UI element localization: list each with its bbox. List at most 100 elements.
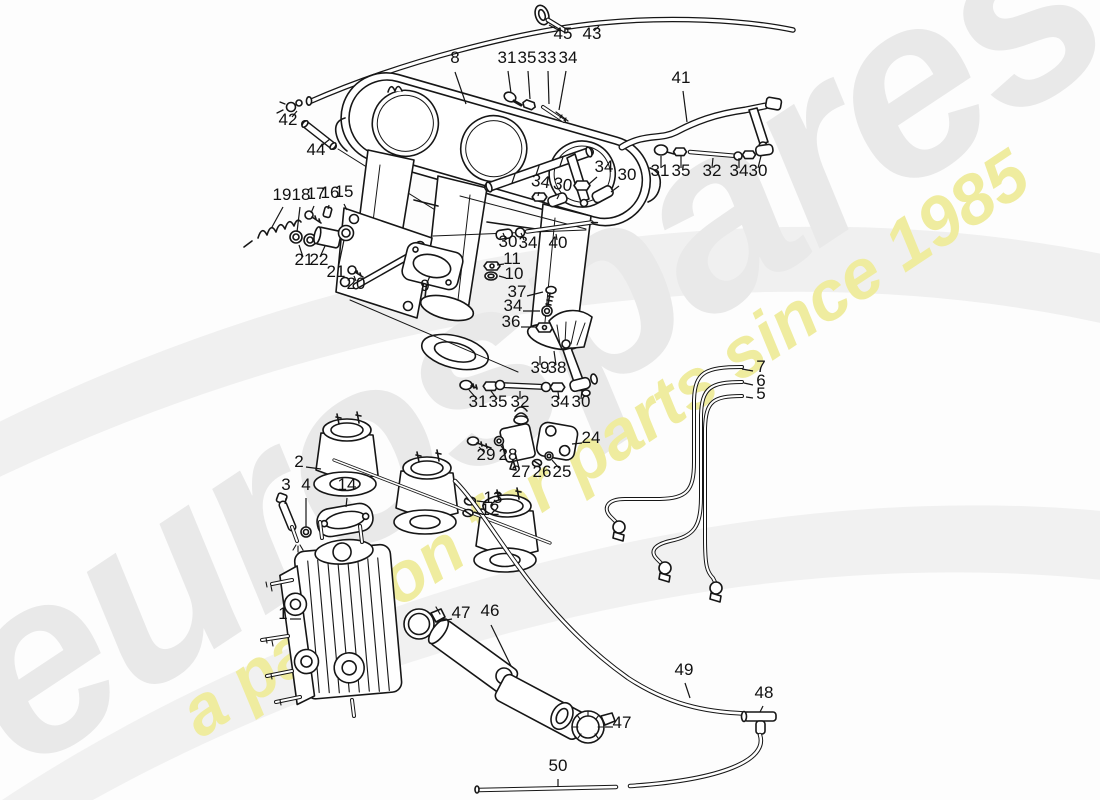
callout-leader-34 [588,176,598,185]
callout-30: 30 [749,161,768,180]
callout-leader-25 [551,459,560,469]
callout-25: 25 [553,462,572,481]
callout-leader-7 [741,368,754,372]
linkage-bolt-row-drawing [459,373,598,393]
callout-leader-29 [478,446,485,453]
callout-5: 5 [756,384,765,403]
callout-19: 19 [273,185,292,204]
callout-leader-31 [468,389,478,400]
gasket-14-drawing [316,502,374,538]
callout-39: 39 [531,358,550,377]
callout-leader-18 [296,206,301,233]
callout-leader-19 [271,206,284,228]
callout-leader-13 [476,500,486,503]
callout-47: 47 [613,713,632,732]
callout-leader-47 [435,618,453,623]
callout-16: 16 [321,183,340,202]
callout-36: 36 [502,312,521,331]
callout-22: 22 [310,250,329,269]
callout-leader-24 [571,442,583,445]
callout-42: 42 [279,110,298,129]
callout-leader-35 [490,390,498,400]
callout-38: 38 [548,358,567,377]
callout-48: 48 [755,683,774,702]
callout-29: 29 [477,445,496,464]
fitting-42-drawing [276,99,303,114]
hose-50-drawing [474,732,764,794]
callout-35: 35 [672,161,691,180]
callout-4: 4 [301,475,310,494]
callout-30: 30 [499,232,518,251]
callout-leader-12 [473,511,483,515]
hose-43-drawing [305,16,796,107]
callout-31: 31 [469,392,488,411]
hose-clamp-47a-drawing [403,606,446,640]
callout-32: 32 [703,161,722,180]
callout-leader-38 [553,350,557,366]
callout-leader-30 [610,185,620,193]
callout-leader-15 [343,203,348,211]
callout-31: 31 [651,161,670,180]
callout-37: 37 [508,282,527,301]
callout-leader-46 [490,624,512,667]
callout-8: 8 [450,48,459,67]
callout-leader-42 [291,110,298,118]
callout-17: 17 [307,184,326,203]
nut-washer-11-10-drawing [483,261,501,281]
callout-leader-40 [555,233,558,241]
callout-leader-45 [548,24,561,32]
callout-leader-11 [496,263,505,266]
callout-leader-2 [305,466,322,470]
callout-24: 24 [582,428,601,447]
callout-32: 32 [511,392,530,411]
callout-leader-48 [759,705,764,713]
fuel-lines-drawing [604,365,744,603]
hose-46-drawing [427,618,587,740]
callout-leader-30 [502,232,507,241]
tee-fitting-48-drawing [740,710,777,735]
callout-35: 35 [489,392,508,411]
callout-26: 26 [533,462,552,481]
callout-49: 49 [675,660,694,679]
callout-2: 2 [294,452,303,471]
callout-leader-10 [498,275,507,279]
callout-13: 13 [484,488,503,507]
spring-and-bushings-drawing [243,206,519,373]
callout-leader-30 [757,155,762,169]
callout-leader-20 [353,275,357,282]
callout-34: 34 [730,161,749,180]
callout-leader-33 [547,70,550,105]
callout-leader-34 [557,391,560,400]
callout-leader-8 [454,71,467,105]
callout-leader-5 [745,396,754,399]
callout-21: 21 [327,262,346,281]
callout-leader-41 [682,90,688,123]
throttle-shaft-drawing [432,146,614,241]
callout-leader-28 [500,445,507,453]
callout-21: 21 [295,250,314,269]
callout-34: 34 [595,157,614,176]
callout-28: 28 [499,445,518,464]
callout-leader-27 [514,451,520,469]
callout-leader-3 [284,497,287,505]
callout-leader-44 [319,138,331,148]
callout-34: 34 [519,233,538,252]
callout-3: 3 [281,475,290,494]
callout-30: 30 [552,174,573,195]
gasket-9-drawing [401,241,464,291]
callout-9: 9 [420,276,429,295]
callout-18: 18 [292,185,311,204]
callout-43: 43 [583,24,602,43]
callout-leader-26 [537,465,541,469]
callout-leader-14 [345,497,348,508]
callout-27: 27 [512,462,531,481]
accelerator-rod-41-drawing [618,96,783,151]
callout-30: 30 [572,392,591,411]
callout-12: 12 [481,500,500,519]
oil-cooler-drawing [260,520,403,718]
callout-35: 35 [518,48,537,67]
callout-6: 6 [756,371,765,390]
callout-33: 33 [538,48,557,67]
